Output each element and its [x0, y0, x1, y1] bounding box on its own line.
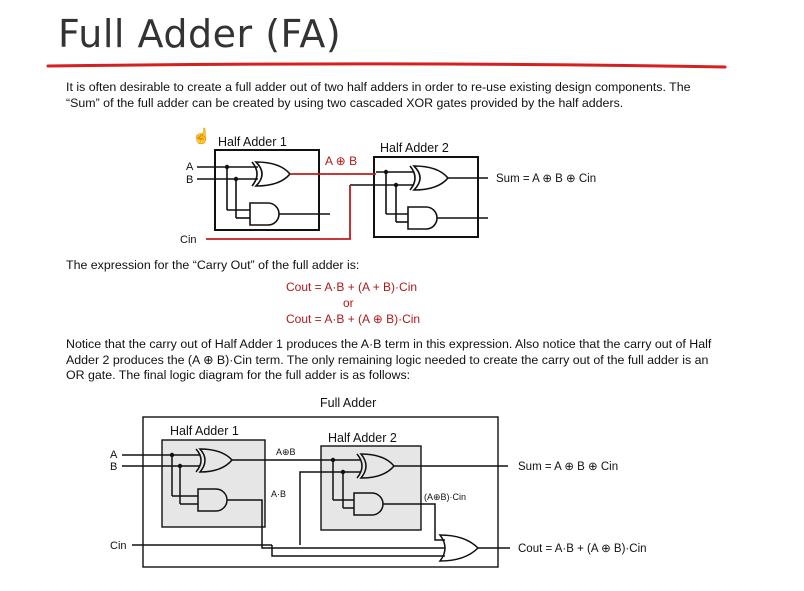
ha1-label: Half Adder 1: [218, 135, 287, 149]
carry-in-label: Cin: [110, 540, 127, 552]
ha2-label: Half Adder 2: [380, 141, 449, 155]
carry-in-wire: [206, 185, 351, 240]
input-a-label: A: [186, 161, 194, 173]
carry-in-label: Cin: [180, 234, 197, 246]
sum-label: Sum = A ⊕ B ⊕ Cin: [518, 461, 618, 473]
xor-output-label: A ⊕ B: [325, 154, 357, 168]
or-label: or: [343, 296, 354, 310]
carry-out-label: Cout = A·B + (A ⊕ B)·Cin: [518, 543, 647, 555]
notice-paragraph: Notice that the carry out of Half Adder …: [66, 337, 712, 382]
carry-equation-1: Cout = A·B + (A + B)·Cin: [286, 280, 418, 294]
xor-output-label: A⊕B: [276, 447, 296, 457]
half-adder-1-box: [214, 149, 320, 231]
hand-cursor-icon: ☝: [192, 128, 211, 145]
carry-intro-text: The expression for the “Carry Out” of th…: [66, 258, 360, 272]
sum-label: Sum = A ⊕ B ⊕ Cin: [496, 173, 596, 185]
title-underline: [46, 62, 727, 69]
and2-output-label: (A⊕B)·Cin: [424, 492, 466, 502]
half-adder-2-box: [320, 445, 422, 531]
half-adder-1-box: [161, 439, 266, 528]
intro-paragraph: It is often desirable to create a full a…: [66, 80, 691, 110]
input-a-label: A: [110, 449, 118, 461]
ha1-label: Half Adder 1: [170, 424, 239, 438]
half-adder-cascade-diagram: Half Adder 1 Half Adder 2 A B A ⊕ B Cin …: [180, 135, 596, 246]
slide-title: Full Adder (FA): [58, 12, 342, 56]
input-b-label: B: [110, 461, 117, 473]
full-adder-outer-box: [142, 416, 499, 568]
half-adder-2-box: [373, 156, 479, 238]
full-adder-label: Full Adder: [320, 396, 376, 410]
input-b-label: B: [186, 174, 193, 186]
ha2-label: Half Adder 2: [328, 431, 397, 445]
carry-equation-2: Cout = A·B + (A ⊕ B)·Cin: [286, 312, 421, 326]
and-output-label: A·B: [271, 489, 286, 499]
